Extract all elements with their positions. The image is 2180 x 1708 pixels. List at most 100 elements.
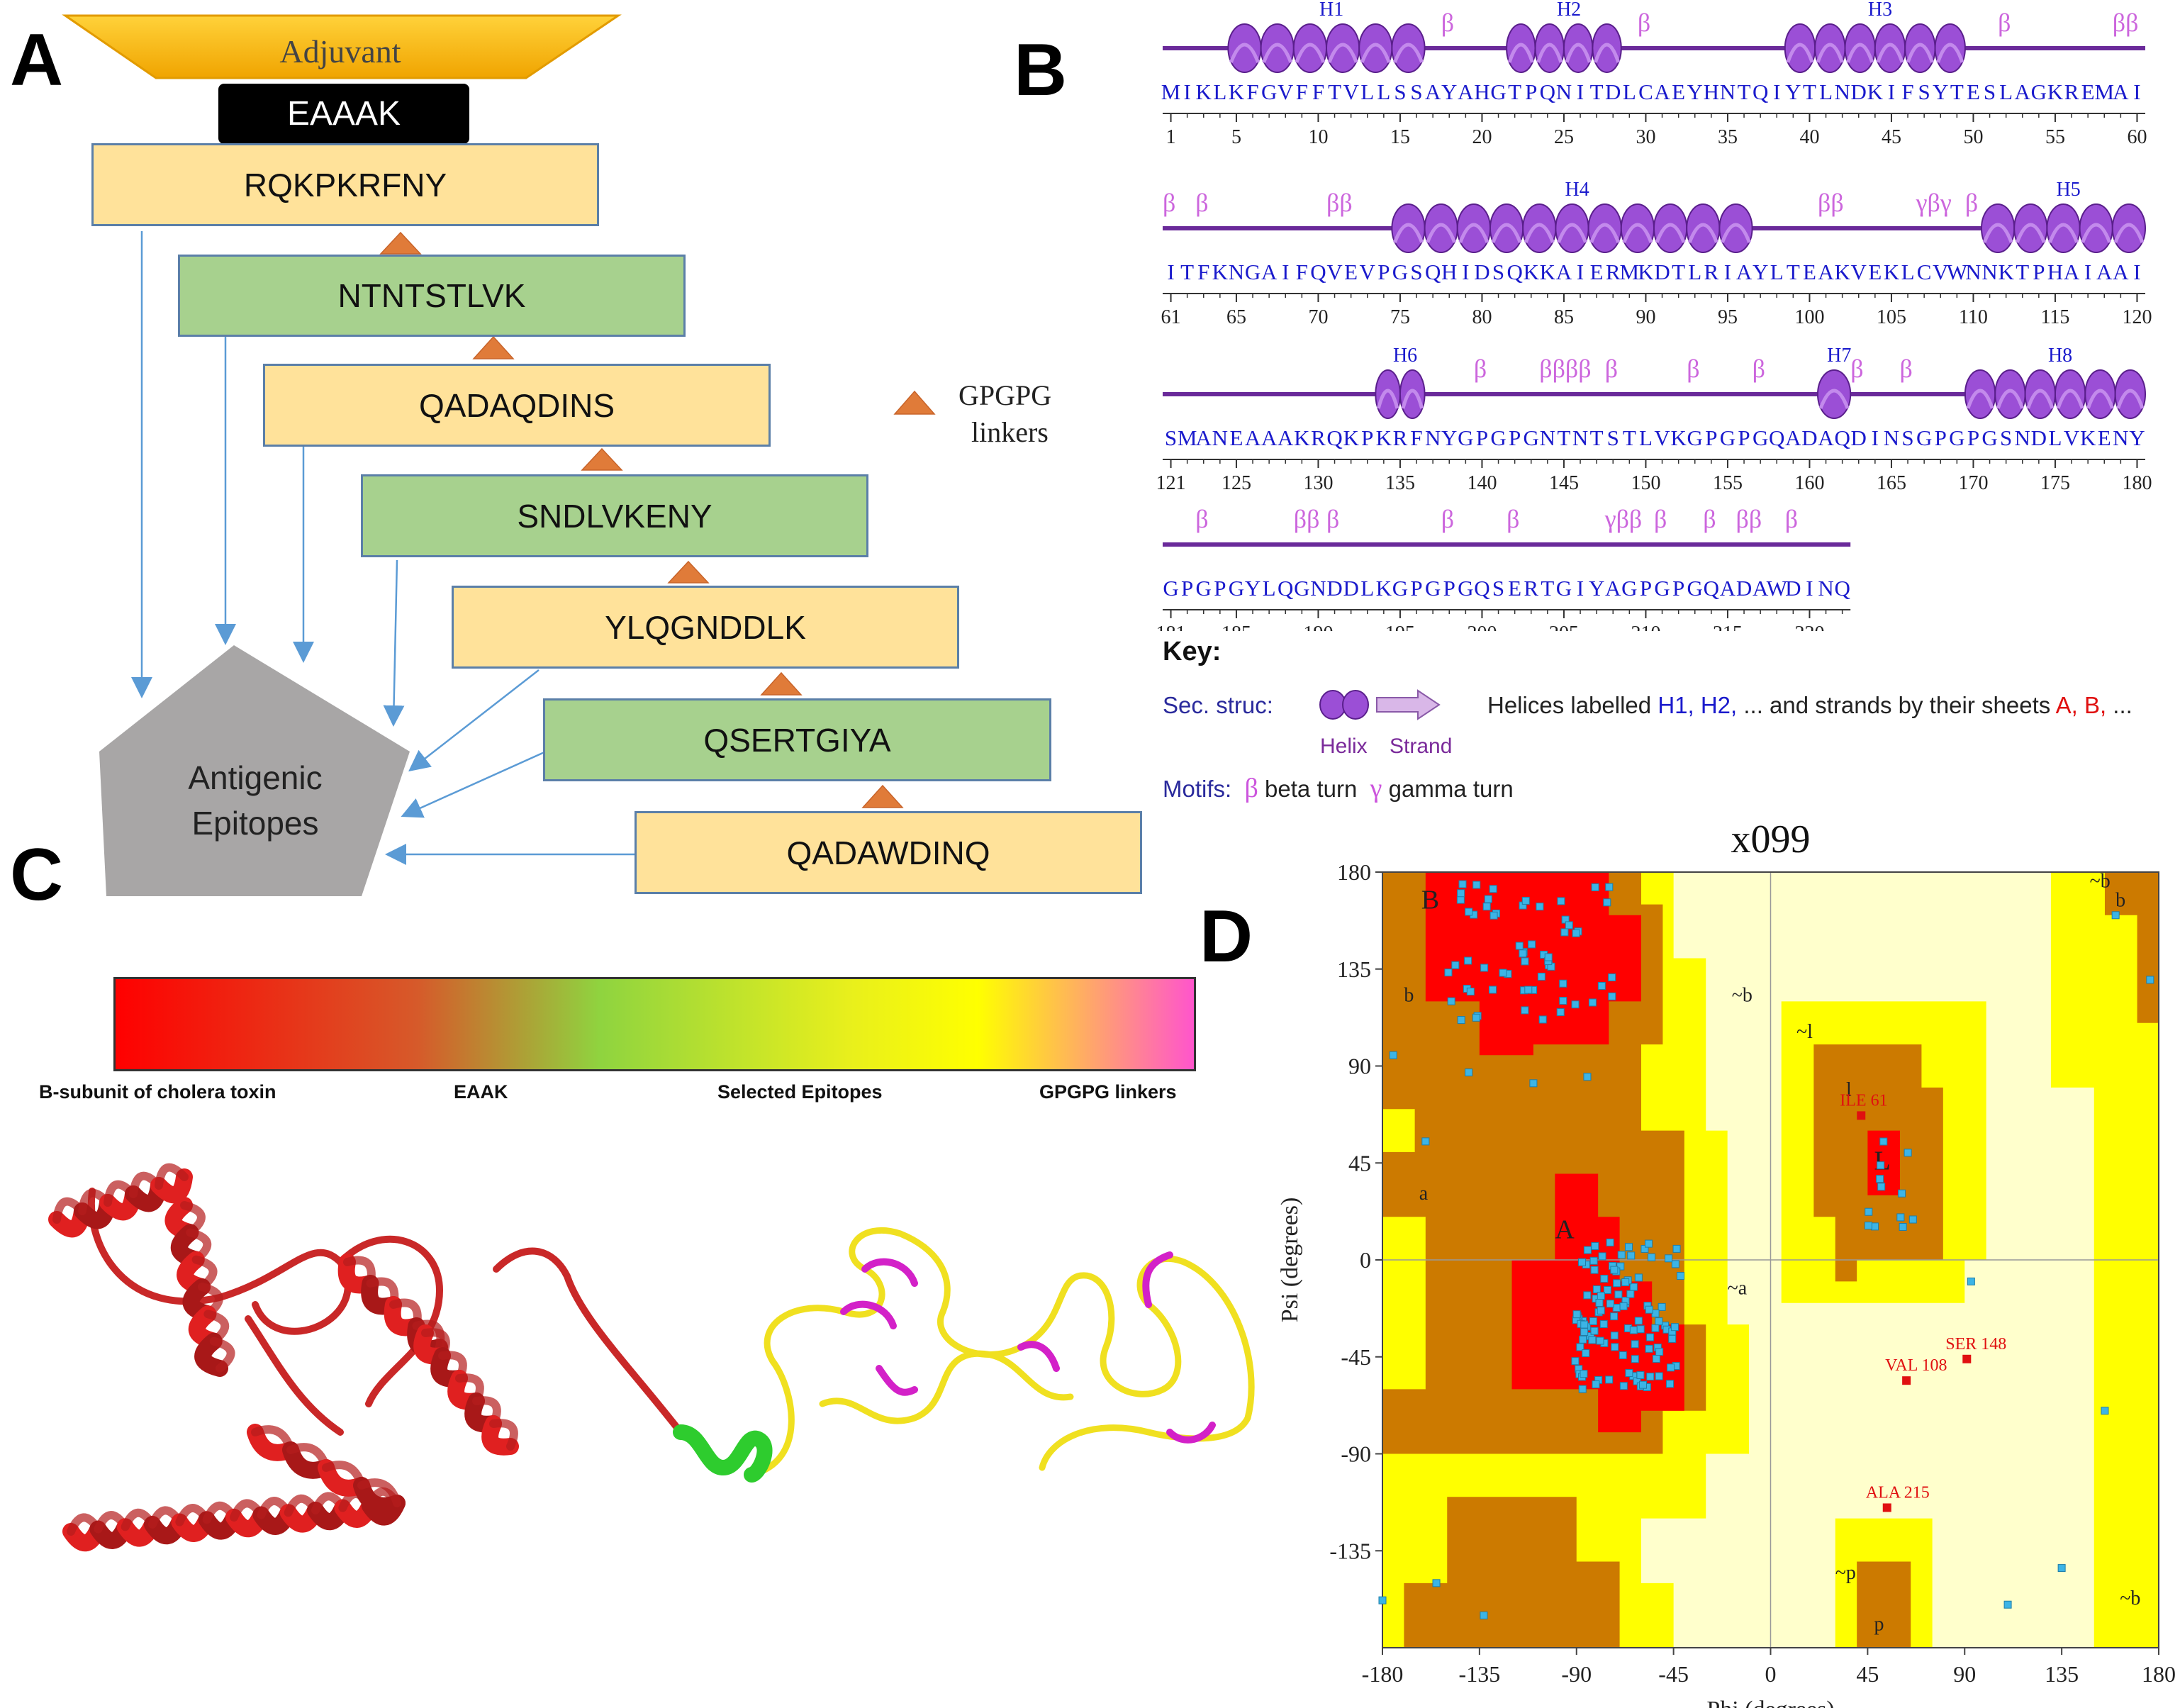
residue-point (1595, 1298, 1604, 1307)
residue: E (2081, 79, 2095, 104)
residue: P (2033, 259, 2045, 284)
residue: G (1261, 79, 1277, 104)
ruler-tick-label: 25 (1554, 126, 1574, 148)
residue: A (1818, 259, 1834, 284)
magenta-linker-4 (1142, 1251, 1173, 1308)
residue: L (2048, 425, 2062, 450)
residue-point (1614, 1290, 1623, 1299)
ruler-tick-label: 155 (1713, 472, 1743, 494)
region-allowed-bottom (1404, 1497, 1620, 1648)
residue-point (1590, 1327, 1599, 1335)
residue: D (1851, 425, 1867, 450)
cbar-label-epitopes: Selected Epitopes (717, 1081, 883, 1103)
residue: G (2031, 79, 2047, 104)
residue: A (2064, 259, 2080, 284)
epitope-box-2: NTNTSTLVK (178, 255, 686, 337)
residue-point (1572, 929, 1580, 937)
residue-point (1597, 1292, 1605, 1300)
residue: P (1509, 425, 1521, 450)
residue-point (1451, 961, 1460, 969)
residue-point (1606, 1238, 1614, 1246)
residue: V (1360, 259, 1376, 284)
panel-letter-c: C (10, 834, 64, 916)
residue-point (1583, 1073, 1592, 1081)
key-helix-strand-icon (1319, 689, 1441, 720)
residue: N (2113, 425, 2128, 450)
residue-point (1608, 973, 1616, 982)
cbar-label-cholera: B-subunit of cholera toxin (39, 1081, 276, 1103)
magenta-linker-5 (1166, 1422, 1216, 1444)
residue-point (2057, 1564, 2066, 1573)
residue: Q (1704, 576, 1719, 601)
helix-h5: H5 (1981, 179, 2147, 253)
residue-point (1580, 1327, 1589, 1336)
helix-bottom-long (62, 1487, 406, 1552)
ruler-tick-label: 135 (1385, 472, 1415, 494)
ruler-tick-label: 65 (1226, 306, 1246, 328)
ruler-tick-label: 50 (1963, 126, 1983, 148)
residue: Y (1245, 576, 1261, 601)
residue-point (2101, 1407, 2109, 1415)
residue-point (1629, 1326, 1638, 1334)
ruler-tick-label: 10 (1308, 126, 1328, 148)
key-beta-label: beta turn (1265, 776, 1358, 802)
residue-point (1605, 1375, 1614, 1384)
residue: Q (1753, 79, 1768, 104)
residue: S (1492, 576, 1504, 601)
outlier-label: ALA 215 (1866, 1483, 1930, 1502)
residue: Q (1326, 425, 1342, 450)
residue-point (1389, 1051, 1397, 1059)
ruler-tick-label: 160 (1794, 472, 1824, 494)
residue-point (1629, 1283, 1638, 1291)
epitope-arrows (131, 231, 635, 865)
turn-marker: β (1507, 505, 1519, 533)
residue: T (1803, 79, 1816, 104)
residue: G (1196, 576, 1212, 601)
residue-point (1521, 1006, 1529, 1015)
y-tick-label: -45 (1341, 1344, 1371, 1370)
outlier-point (1882, 1503, 1891, 1512)
residue: N (1818, 576, 1833, 601)
ruler-tick-label: 75 (1390, 306, 1410, 328)
residue: S (1165, 425, 1177, 450)
residue: I (2084, 259, 2091, 284)
residue: S (2000, 425, 2012, 450)
residue-point (1456, 895, 1465, 904)
residue-point (1631, 1340, 1639, 1349)
residue-point (1458, 880, 1467, 888)
residue-point (1908, 1215, 1917, 1224)
residue: G (1720, 425, 1735, 450)
residue-point (1480, 1611, 1488, 1619)
residue-point (1876, 1175, 1884, 1183)
residue-point (1489, 986, 1497, 994)
turn-marker: ββ (1818, 189, 1844, 217)
residue-point (1580, 1370, 1588, 1378)
eaaak-box: EAAAK (218, 84, 469, 144)
ruler-tick-label: 180 (2122, 472, 2152, 494)
residue: K (1540, 259, 1556, 284)
residue: L (1360, 79, 1374, 104)
magenta-linker-1 (840, 1300, 897, 1329)
region-label: l (1846, 1079, 1852, 1101)
residue-point (1466, 988, 1475, 996)
residue: L (1819, 79, 1833, 104)
red-loop-2 (337, 1235, 443, 1407)
residue-point (1591, 883, 1599, 891)
residue: G (1458, 425, 1473, 450)
residue-point (1421, 1137, 1430, 1146)
key-gamma-symbol: γ (1370, 774, 1382, 803)
residue: A (1736, 259, 1753, 284)
residue-point (1432, 1579, 1441, 1587)
residue: K (1998, 259, 2014, 284)
residue-point (1457, 1016, 1465, 1025)
ruler-tick-label: 100 (1794, 306, 1824, 328)
residue: K (2047, 79, 2064, 104)
residue-point (1600, 1275, 1609, 1283)
adjuvant-shape (62, 14, 622, 79)
residue-point (1651, 1324, 1660, 1332)
region-label: ~b (1732, 984, 1753, 1006)
residue: A (1458, 79, 1474, 104)
